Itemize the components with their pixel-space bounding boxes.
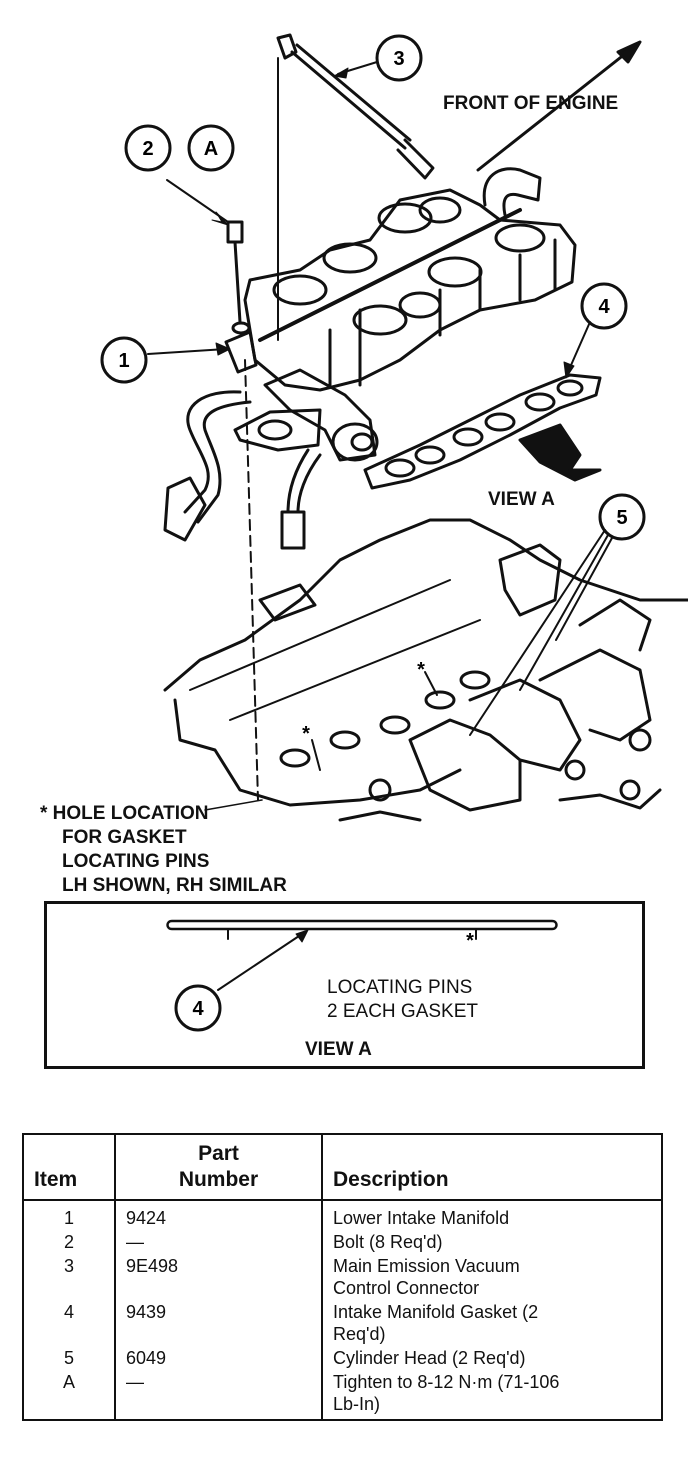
- header-part-line-1: Part: [198, 1142, 239, 1165]
- table-row: 5 6049 Cylinder Head (2 Req'd): [22, 1346, 663, 1370]
- table-row: 3 9E498 Main Emission Vacuum Control Con…: [22, 1254, 663, 1300]
- table-row: 4 9439 Intake Manifold Gasket (2 Req'd): [22, 1300, 663, 1346]
- header-description: Description: [321, 1133, 663, 1201]
- row-desc: Cylinder Head (2 Req'd): [321, 1346, 663, 1370]
- callout-4-circle: [580, 282, 628, 330]
- alignment-dashed-line: [244, 359, 259, 801]
- callout-1-circle: [100, 336, 148, 384]
- hole-location-note: * HOLE LOCATION FOR GASKET LOCATING PINS…: [40, 802, 287, 898]
- callout-5-circle: [598, 493, 646, 541]
- front-of-engine-label: FRONT OF ENGINE: [443, 93, 619, 114]
- row-desc: Intake Manifold Gasket (2 Req'd): [321, 1300, 663, 1346]
- hole-note-line-2: FOR GASKET: [62, 827, 187, 848]
- row-part: —: [114, 1370, 323, 1421]
- callout-a: A: [204, 138, 218, 160]
- pins-note-line-1: LOCATING PINS: [327, 977, 473, 998]
- row-part: 9424: [114, 1200, 323, 1230]
- hole-star-1: *: [302, 723, 310, 745]
- row-desc-line: Bolt (8 Req'd): [333, 1232, 443, 1252]
- row-desc: Bolt (8 Req'd): [321, 1230, 663, 1254]
- row-part: 9E498: [114, 1254, 323, 1300]
- row-desc-line: Intake Manifold Gasket (2: [333, 1302, 539, 1322]
- callout-3-circle: [375, 34, 423, 82]
- pin-star: *: [466, 930, 474, 952]
- row-item: 5: [22, 1346, 116, 1370]
- callout-1: 1: [118, 350, 129, 372]
- row-item: 1: [22, 1200, 116, 1230]
- vacuum-connector-part: [276, 33, 435, 341]
- table-row: 1 9424 Lower Intake Manifold: [22, 1200, 663, 1230]
- row-part: 9439: [114, 1300, 323, 1346]
- table-row: A — Tighten to 8-12 N·m (71-106 Lb-In): [22, 1370, 663, 1421]
- row-desc-line: Req'd): [333, 1324, 386, 1344]
- row-desc-line: Tighten to 8-12 N·m (71-106: [333, 1372, 560, 1392]
- inset-view-a-label: VIEW A: [305, 1039, 372, 1060]
- table-header-row: Item Part Number Description: [22, 1133, 663, 1201]
- callout-4: 4: [598, 296, 610, 318]
- row-desc-line: Main Emission Vacuum: [333, 1256, 520, 1276]
- bolt-part: [226, 220, 251, 335]
- exploded-view-diagram: 2 A 3 1 4 5 4 * * *: [100, 33, 688, 1032]
- header-item: Item: [22, 1133, 116, 1201]
- parts-table: Item Part Number Description 1 9424 Lowe…: [22, 1133, 663, 1421]
- callout-2-circle: [124, 124, 172, 172]
- pins-note-line-2: 2 EACH GASKET: [327, 1001, 478, 1022]
- callout-2: 2: [142, 138, 153, 160]
- row-desc-line: Cylinder Head (2 Req'd): [333, 1348, 526, 1368]
- row-desc: Tighten to 8-12 N·m (71-106 Lb-In): [321, 1370, 663, 1421]
- hole-note-line-4: LH SHOWN, RH SIMILAR: [62, 875, 287, 896]
- locating-pins-note: LOCATING PINS 2 EACH GASKET: [327, 976, 478, 1024]
- row-desc-line: Lb-In): [333, 1394, 381, 1414]
- callout-a-circle: [187, 124, 235, 172]
- row-item: 3: [22, 1254, 116, 1300]
- cylinder-head-part: [163, 518, 688, 822]
- row-desc: Lower Intake Manifold: [321, 1200, 663, 1230]
- hole-star-2: *: [417, 659, 425, 681]
- gasket-part: [233, 373, 602, 490]
- row-desc: Main Emission Vacuum Control Connector: [321, 1254, 663, 1300]
- view-a-inset-box: [44, 901, 645, 1069]
- row-item: 4: [22, 1300, 116, 1346]
- callout-4b: 4: [192, 998, 204, 1020]
- view-a-label: VIEW A: [488, 489, 555, 510]
- row-item: 2: [22, 1230, 116, 1254]
- callout-3: 3: [393, 48, 404, 70]
- callout-4b-circle: [174, 984, 222, 1032]
- header-part-line-2: Number: [178, 1168, 259, 1191]
- row-item: A: [22, 1370, 116, 1421]
- hole-note-line-3: LOCATING PINS: [62, 851, 210, 872]
- header-part-number: Part Number: [114, 1133, 323, 1201]
- front-of-engine-arrow: [476, 40, 642, 172]
- table-row: 2 — Bolt (8 Req'd): [22, 1230, 663, 1254]
- row-desc-line: Control Connector: [333, 1278, 480, 1298]
- view-a-arrow: [518, 423, 602, 482]
- row-desc-line: Lower Intake Manifold: [333, 1208, 510, 1228]
- row-part: —: [114, 1230, 323, 1254]
- callout-5: 5: [616, 507, 627, 529]
- row-part: 6049: [114, 1346, 323, 1370]
- inset-gasket-drawing: [166, 919, 558, 1032]
- intake-manifold-part: [163, 167, 577, 550]
- hole-note-line-1: * HOLE LOCATION: [40, 803, 209, 824]
